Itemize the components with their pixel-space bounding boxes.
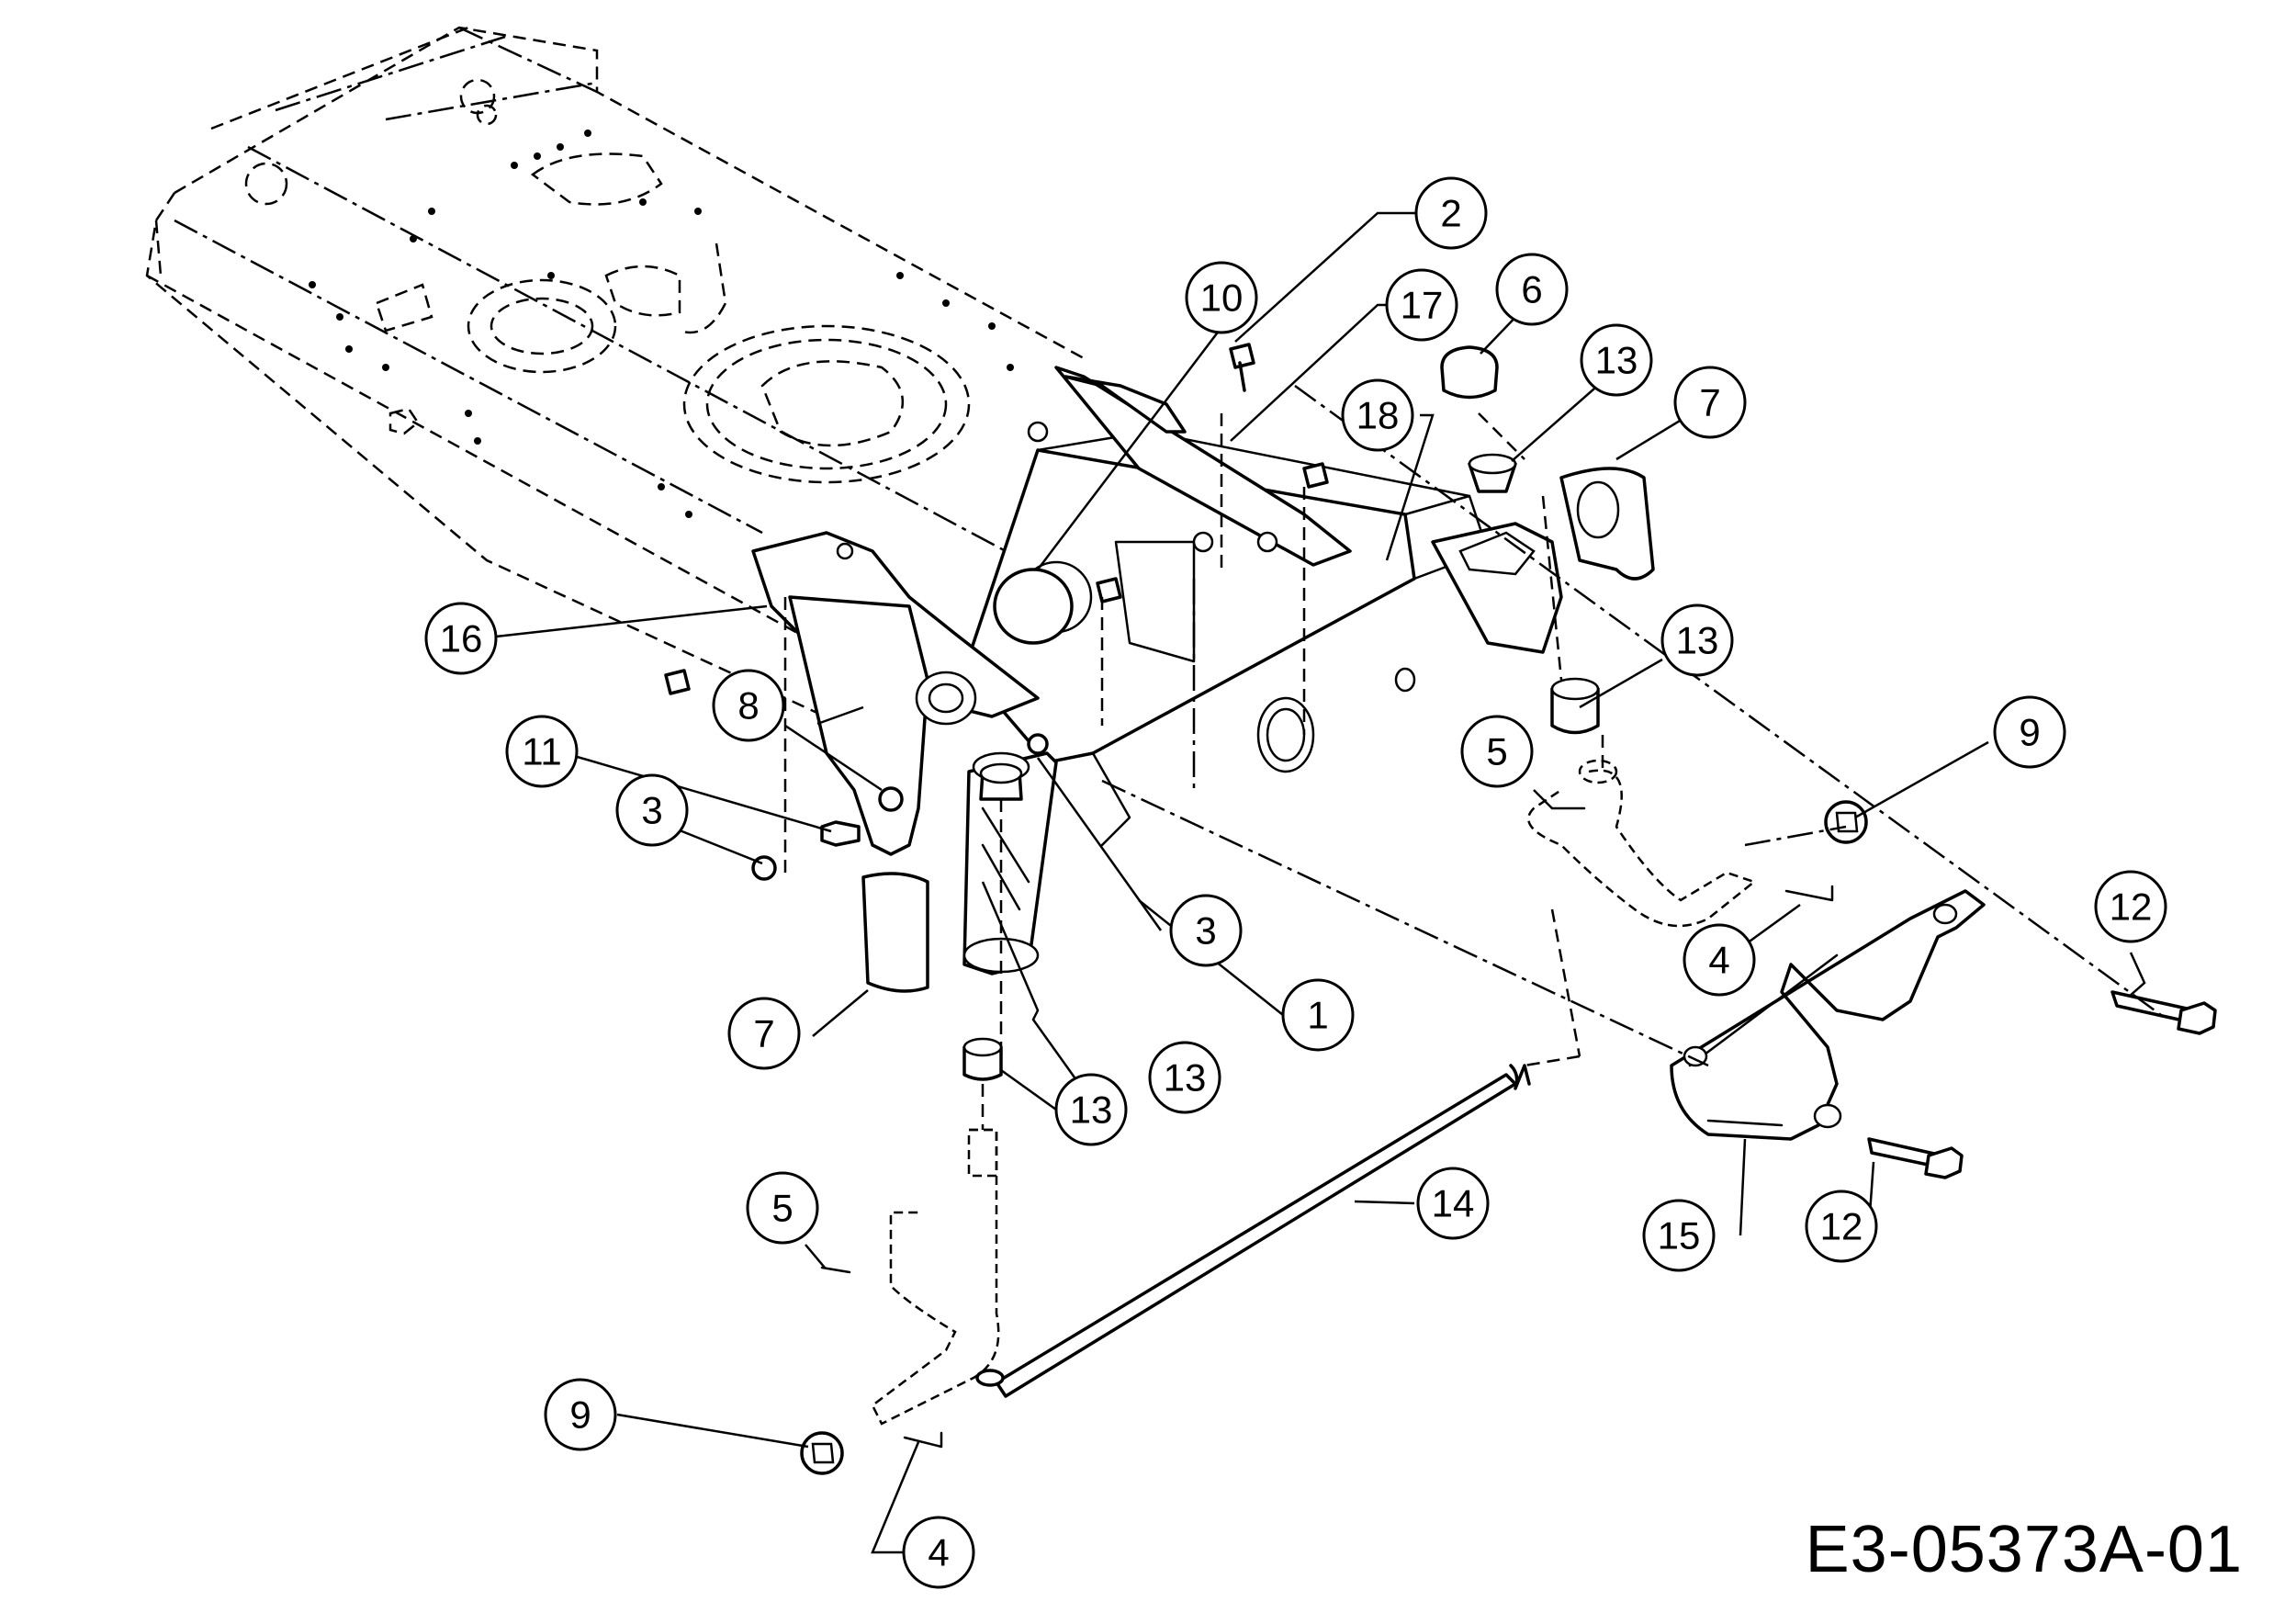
- svg-text:8: 8: [737, 684, 759, 727]
- callout-7: 7: [1673, 366, 1747, 439]
- svg-text:11: 11: [522, 730, 562, 773]
- svg-text:13: 13: [1164, 1056, 1207, 1100]
- bolt-left: [664, 669, 691, 695]
- svg-text:10: 10: [1200, 276, 1244, 320]
- bushing-part-13-mid: [1550, 687, 1600, 735]
- pin-part-11: [820, 820, 861, 847]
- callout-9: 9: [1993, 695, 2066, 769]
- pin-part-4-left: [903, 1431, 943, 1449]
- svg-text:9: 9: [2019, 711, 2040, 754]
- assembly-lines: [783, 384, 2168, 1130]
- steering-linkage: [871, 759, 1757, 1426]
- callout-3: 3: [1169, 894, 1243, 967]
- svg-text:13: 13: [1070, 1088, 1113, 1132]
- callout-13: 13: [1148, 1041, 1221, 1114]
- callout-5: 5: [1460, 715, 1534, 788]
- svg-text:7: 7: [1699, 381, 1720, 424]
- cotter-pin-part-5-left: [820, 1266, 851, 1274]
- callout-9: 9: [544, 1378, 617, 1451]
- svg-text:17: 17: [1401, 284, 1444, 327]
- callouts: 2 10 17 6 13 7 18 16 13 8 9 11 5 3 3 12 …: [424, 176, 2167, 1589]
- callout-12: 12: [2094, 870, 2167, 943]
- callout-4: 4: [1683, 923, 1756, 997]
- svg-text:3: 3: [641, 789, 662, 832]
- svg-text:18: 18: [1356, 394, 1400, 437]
- svg-text:15: 15: [1658, 1214, 1701, 1257]
- callout-1: 1: [1281, 978, 1355, 1052]
- svg-text:5: 5: [771, 1187, 793, 1230]
- callout-4: 4: [902, 1516, 975, 1589]
- callout-8: 8: [712, 669, 785, 742]
- svg-text:13: 13: [1595, 339, 1638, 382]
- callout-13: 13: [1660, 603, 1734, 677]
- plug-part-10: [993, 568, 1074, 645]
- chassis-frame: [145, 26, 1085, 727]
- pivot-bracket-part-15: [1670, 889, 1986, 1141]
- bolt-mid: [1096, 577, 1122, 603]
- cap-part-6: [1440, 345, 1499, 400]
- callout-3: 3: [615, 773, 689, 847]
- svg-text:1: 1: [1307, 994, 1328, 1037]
- drawing-code: E3-05373A-01: [1805, 1513, 2243, 1586]
- washer-part-8: [878, 786, 904, 812]
- svg-text:12: 12: [2110, 885, 2153, 929]
- svg-text:9: 9: [569, 1393, 591, 1437]
- svg-text:4: 4: [1708, 939, 1729, 982]
- callout-6: 6: [1495, 253, 1569, 326]
- svg-text:13: 13: [1676, 619, 1719, 662]
- svg-text:5: 5: [1486, 730, 1507, 773]
- callout-18: 18: [1341, 378, 1414, 452]
- callout-5: 5: [746, 1171, 819, 1245]
- callout-17: 17: [1385, 268, 1458, 342]
- callout-16: 16: [424, 602, 498, 675]
- pin-part-4-right: [1784, 885, 1834, 902]
- callout-13: 13: [1054, 1073, 1128, 1146]
- svg-text:2: 2: [1440, 192, 1461, 235]
- callout-14: 14: [1416, 1167, 1490, 1240]
- callout-15: 15: [1642, 1199, 1716, 1272]
- callout-2: 2: [1414, 176, 1488, 250]
- shell-part-7-left: [861, 872, 929, 993]
- svg-text:16: 16: [440, 617, 483, 660]
- callout-11: 11: [505, 715, 579, 788]
- callout-7: 7: [727, 997, 801, 1070]
- bolt-part-2: [1229, 343, 1255, 392]
- callout-12: 12: [1805, 1190, 1878, 1263]
- svg-text:4: 4: [928, 1531, 949, 1574]
- callout-13: 13: [1580, 323, 1653, 397]
- svg-text:3: 3: [1195, 909, 1216, 953]
- svg-text:14: 14: [1432, 1182, 1475, 1225]
- small-parts: [664, 343, 2217, 1475]
- bolt-upper: [1302, 462, 1329, 489]
- nut-part-3-right: [1027, 733, 1049, 755]
- svg-text:6: 6: [1521, 268, 1542, 311]
- svg-text:7: 7: [753, 1012, 774, 1055]
- svg-text:12: 12: [1820, 1205, 1863, 1248]
- callout-10: 10: [1185, 261, 1258, 334]
